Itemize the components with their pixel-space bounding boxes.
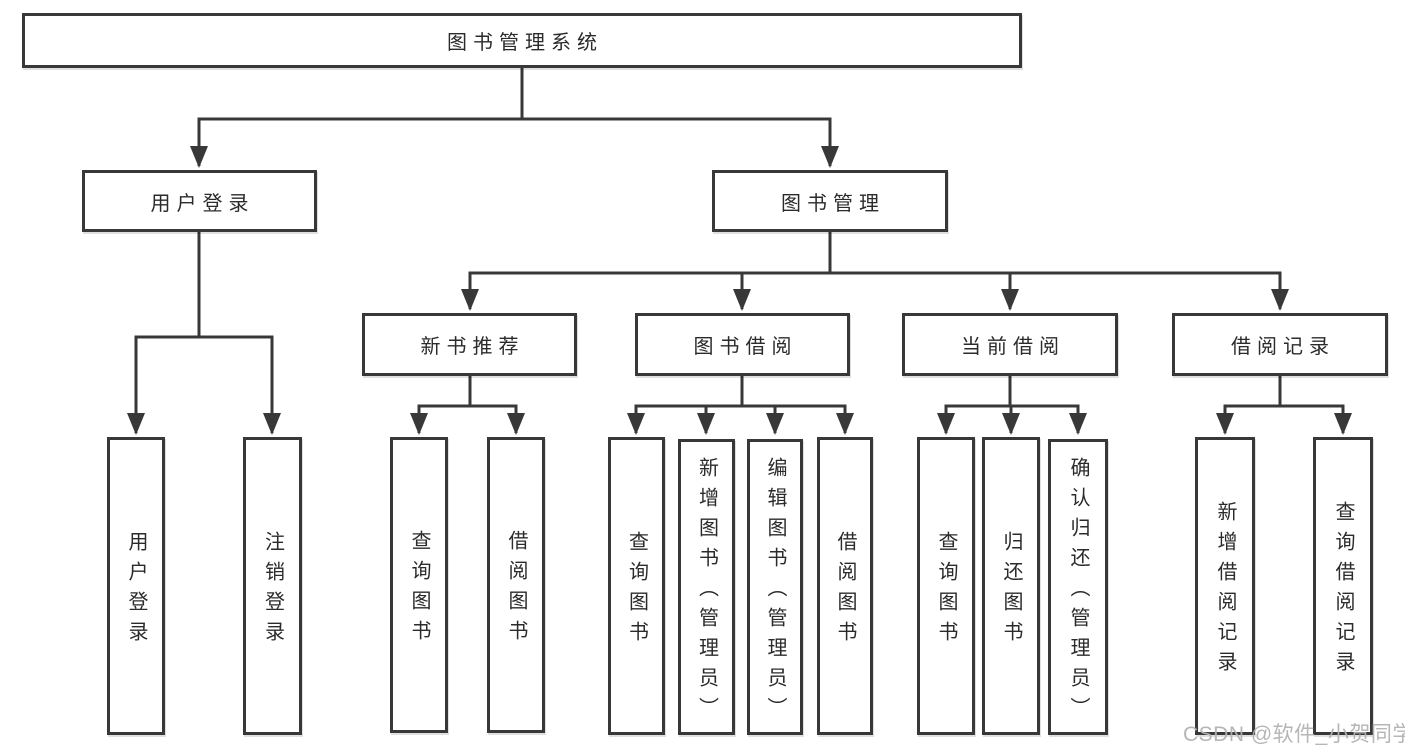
leaf-query-books-borrow: 查询图书 bbox=[608, 437, 665, 735]
edges-borrow-records-children bbox=[1216, 376, 1352, 435]
node-user-login: 用户登录 bbox=[82, 170, 317, 232]
leaf-query-books-current: 查询图书 bbox=[917, 437, 975, 735]
edges-new-book-recommend-children bbox=[410, 376, 525, 435]
edges-root-to-level1 bbox=[190, 68, 839, 168]
leaf-user-login: 用户登录 bbox=[107, 437, 165, 735]
edges-book-management-children bbox=[461, 232, 1289, 311]
node-current-borrow: 当前借阅 bbox=[902, 313, 1118, 376]
csdn-watermark: CSDN @软件_小贺同学 bbox=[1183, 723, 1405, 746]
node-book-management: 图书管理 bbox=[712, 170, 948, 232]
leaf-logout-login: 注销登录 bbox=[243, 437, 302, 735]
node-borrow-records: 借阅记录 bbox=[1172, 313, 1388, 376]
edges-current-borrow-children bbox=[937, 376, 1087, 435]
node-library-system: 图书管理系统 bbox=[22, 13, 1022, 68]
edges-book-borrow-children bbox=[627, 376, 854, 435]
leaf-add-borrow-record: 新增借阅记录 bbox=[1195, 437, 1255, 735]
leaf-borrow-books-recommend: 借阅图书 bbox=[487, 437, 545, 733]
leaf-confirm-return-admin: 确认归还（管理员） bbox=[1048, 439, 1108, 735]
leaf-add-book-admin: 新增图书（管理员） bbox=[678, 439, 735, 735]
leaf-query-books-recommend: 查询图书 bbox=[390, 437, 448, 733]
leaf-return-book: 归还图书 bbox=[982, 437, 1040, 735]
leaf-borrow-books: 借阅图书 bbox=[817, 437, 873, 735]
leaf-edit-book-admin: 编辑图书（管理员） bbox=[747, 439, 803, 735]
node-book-borrow: 图书借阅 bbox=[635, 313, 850, 376]
node-new-book-recommend: 新书推荐 bbox=[362, 313, 577, 376]
edges-user-login-children bbox=[127, 232, 281, 435]
leaf-query-borrow-record: 查询借阅记录 bbox=[1313, 437, 1373, 735]
